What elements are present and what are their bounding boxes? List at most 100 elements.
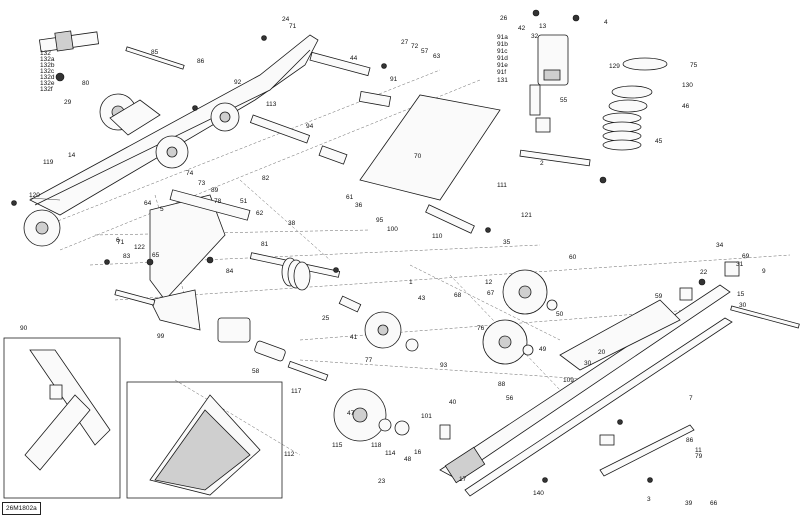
callout-label: 66: [710, 500, 718, 507]
callout-label: 92: [234, 79, 242, 86]
callout-label: 112: [284, 451, 295, 458]
callout-label: 24: [282, 16, 290, 23]
callout-label: 58: [252, 368, 260, 375]
callout-label: 67: [487, 290, 495, 297]
callout-label: 88: [498, 381, 506, 388]
callout-label: 129: [609, 63, 620, 70]
callout-label: 91b: [497, 41, 508, 48]
callout-label: 91d: [497, 55, 508, 62]
callout-label: 69: [742, 253, 750, 260]
callout-label: 49: [539, 346, 547, 353]
callout-label: 90: [20, 325, 28, 332]
callout-label: 1: [409, 279, 413, 286]
callout-label: 42: [518, 25, 526, 32]
callout-label: 132e: [40, 80, 55, 87]
callout-label: 11: [695, 447, 702, 454]
callout-label: 9: [762, 268, 766, 275]
callout-label: 79: [695, 453, 703, 460]
callout-label: 76: [477, 325, 485, 332]
callout-label: 5: [160, 206, 164, 213]
callout-label: 113: [266, 101, 277, 108]
callout-label: 72: [411, 43, 419, 50]
callout-label: 119: [43, 159, 54, 166]
callout-labels: 2471264241327725763132132a132b132c132d13…: [20, 15, 766, 507]
callout-label: 71: [289, 23, 297, 30]
callout-label: 71: [117, 239, 125, 246]
callout-label: 3: [647, 496, 651, 503]
callout-label: 30: [584, 360, 592, 367]
callout-label: 41: [350, 334, 358, 341]
callout-label: 26: [500, 15, 508, 22]
callout-label: 111: [497, 182, 507, 189]
callout-label: 25: [322, 315, 330, 322]
callout-label: 95: [376, 217, 384, 224]
callout-label: 130: [682, 82, 693, 89]
callout-label: 86: [197, 58, 205, 65]
callout-label: 91e: [497, 62, 508, 69]
callout-label: 35: [503, 239, 511, 246]
callout-label: 22: [700, 269, 708, 276]
callout-label: 121: [521, 212, 532, 219]
callout-label: 63: [433, 53, 441, 60]
callout-label: 83: [123, 253, 131, 260]
callout-label: 56: [506, 395, 514, 402]
callout-label: 117: [291, 388, 302, 395]
callout-label: 45: [655, 138, 663, 145]
callout-label: 17: [459, 476, 467, 483]
callout-label: 60: [569, 254, 577, 261]
slide-rail: [439, 261, 800, 497]
callout-label: 81: [261, 241, 269, 248]
callout-label: 13: [539, 23, 547, 30]
callout-label: 78: [214, 198, 222, 205]
callout-label: 132d: [40, 74, 55, 81]
callout-label: 46: [682, 103, 690, 110]
fasteners: [11, 9, 706, 483]
front-shock-absorber: [38, 30, 99, 82]
callout-label: 77: [365, 357, 373, 364]
center-spring: [249, 252, 341, 291]
callout-label: 43: [418, 295, 426, 302]
callout-label: 89: [211, 187, 219, 194]
callout-label: 91: [390, 76, 398, 83]
callout-label: 132: [40, 50, 51, 57]
callout-label: 29: [64, 99, 72, 106]
callout-label: 84: [226, 268, 234, 275]
callout-label: 6: [116, 237, 120, 244]
callout-label: 20: [598, 349, 606, 356]
callout-label: 16: [414, 449, 422, 456]
callout-label: 93: [440, 362, 448, 369]
callout-label: 91f: [497, 69, 506, 76]
callout-label: 50: [556, 311, 564, 318]
idler-wheels: [333, 269, 558, 442]
detail-view-90: [3, 337, 121, 499]
callout-label: 132a: [40, 56, 55, 63]
callout-label: 86: [686, 437, 694, 444]
callout-label: 101: [421, 413, 432, 420]
callout-label: 73: [198, 180, 206, 187]
callout-label: 114: [385, 450, 396, 457]
callout-label: 44: [350, 55, 358, 62]
callout-label: 15: [737, 291, 745, 298]
callout-label: 61: [346, 194, 354, 201]
callout-label: 110: [432, 233, 443, 240]
wear-strip: [439, 424, 695, 477]
callout-label: 7: [689, 395, 693, 402]
callout-label: 109: [563, 377, 574, 384]
upper-rail-assembly: [23, 34, 319, 247]
callout-label: 140: [533, 490, 544, 497]
callout-label: 74: [186, 170, 194, 177]
callout-label: 100: [387, 226, 398, 233]
callout-label: 91c: [497, 48, 508, 55]
callout-label: 91a: [497, 34, 508, 41]
callout-label: 55: [560, 97, 568, 104]
callout-label: 75: [690, 62, 698, 69]
callout-label: 59: [655, 293, 663, 300]
callout-label: 64: [144, 200, 152, 207]
callout-label: 32: [531, 33, 539, 40]
callout-label: 94: [306, 123, 314, 130]
callout-label: 27: [401, 39, 409, 46]
callout-label: 132f: [40, 86, 53, 93]
callout-label: 30: [739, 302, 747, 309]
front-arm: [149, 189, 251, 331]
